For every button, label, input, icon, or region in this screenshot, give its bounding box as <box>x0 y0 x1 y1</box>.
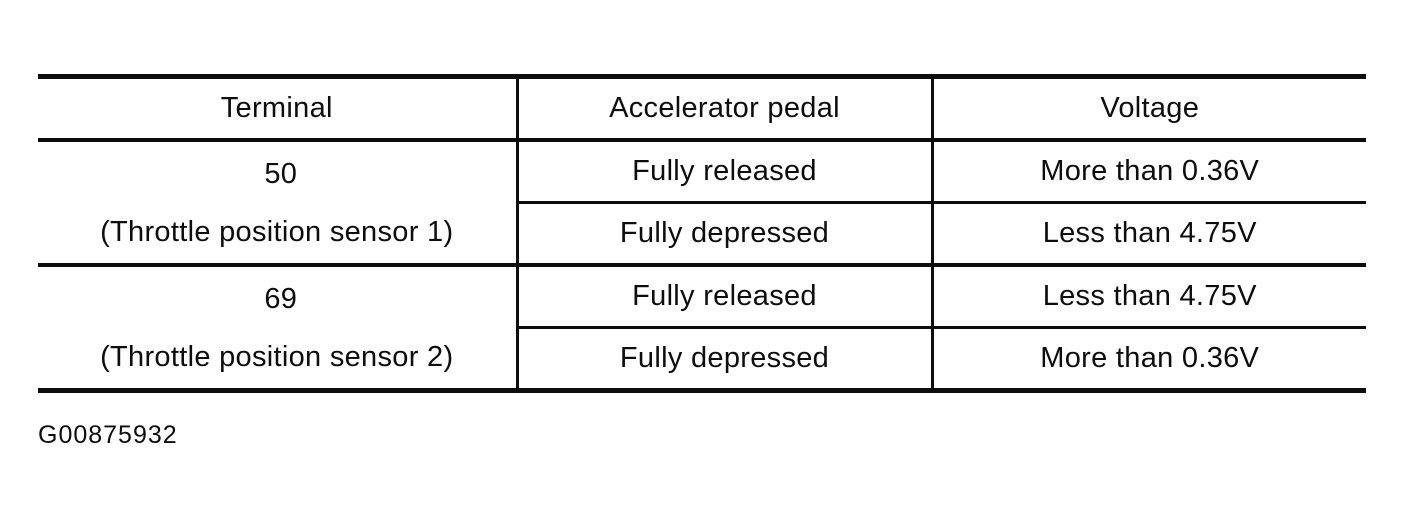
pedal-state-cell: Fully released <box>515 263 934 329</box>
voltage-value-cell: Less than 4.75V <box>930 263 1366 329</box>
voltage-value-cell: More than 0.36V <box>930 326 1366 392</box>
table-row: 50 (Throttle position sensor 1) Fully re… <box>38 138 1366 267</box>
header-row: Terminal Accelerator pedal Voltage <box>38 75 1366 142</box>
voltage-value-cell: Less than 4.75V <box>930 201 1366 267</box>
terminal-number: 50 <box>264 157 298 190</box>
pedal-state-cell: Fully depressed <box>515 326 934 392</box>
terminal-cell-sensor-2: 69 (Throttle position sensor 2) <box>38 263 519 392</box>
column-header-terminal: Terminal <box>38 75 519 142</box>
terminal-cell-sensor-1: 50 (Throttle position sensor 1) <box>38 138 519 267</box>
table-row: Fully depressed More than 0.36V <box>38 326 1366 392</box>
column-header-voltage: Voltage <box>930 75 1366 142</box>
terminal-description: (Throttle position sensor 2) <box>100 340 454 373</box>
voltage-spec-table: Terminal Accelerator pedal Voltage 50 (T… <box>38 74 1366 393</box>
pedal-state-cell: Fully released <box>515 138 934 204</box>
terminal-number: 69 <box>264 282 298 315</box>
terminal-description: (Throttle position sensor 1) <box>100 215 454 248</box>
pedal-state-cell: Fully depressed <box>515 201 934 267</box>
column-header-accelerator-pedal: Accelerator pedal <box>515 75 934 142</box>
figure-id-label: G00875932 <box>38 421 178 449</box>
voltage-value-cell: More than 0.36V <box>930 138 1366 204</box>
table-row: 69 (Throttle position sensor 2) Fully re… <box>38 263 1366 392</box>
table-row: Fully depressed Less than 4.75V <box>38 201 1366 267</box>
